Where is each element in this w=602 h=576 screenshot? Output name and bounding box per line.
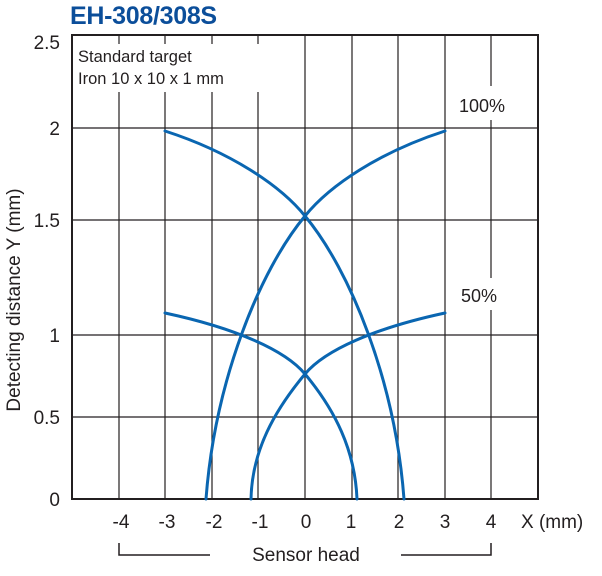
- svg-text:1.5: 1.5: [34, 211, 60, 232]
- svg-text:2: 2: [49, 119, 60, 140]
- y-axis-label: Detecting distance Y (mm): [4, 188, 25, 411]
- curve-50-left: [163, 311, 359, 501]
- curve-100-left: [163, 129, 406, 501]
- svg-text:4: 4: [486, 512, 497, 533]
- svg-text:2.5: 2.5: [34, 33, 60, 54]
- svg-text:0.5: 0.5: [34, 408, 60, 429]
- y-axis-ticks: 0 0.5 1 1.5 2 2.5: [34, 33, 60, 511]
- sensor-head-label: Sensor head: [252, 545, 360, 566]
- svg-text:2: 2: [394, 512, 405, 533]
- svg-text:-3: -3: [159, 512, 176, 533]
- svg-text:1: 1: [49, 326, 60, 347]
- svg-text:0: 0: [49, 490, 60, 511]
- grid: [71, 34, 539, 500]
- curve-50-right: [249, 311, 447, 501]
- svg-text:-4: -4: [113, 512, 130, 533]
- label-100-percent: 100%: [459, 96, 505, 116]
- sensor-head-bracket: [118, 543, 492, 556]
- svg-text:-2: -2: [206, 512, 223, 533]
- label-50-percent: 50%: [461, 286, 497, 306]
- note-line-2: Iron 10 x 10 x 1 mm: [78, 70, 224, 88]
- svg-text:1: 1: [346, 512, 357, 533]
- svg-text:3: 3: [440, 512, 451, 533]
- x-axis-label: X (mm): [521, 512, 583, 533]
- curves: [163, 129, 447, 501]
- x-axis-ticks: -4 -3 -2 -1 0 1 2 3 4: [113, 512, 497, 533]
- note-line-1: Standard target: [78, 48, 192, 66]
- svg-text:0: 0: [301, 512, 312, 533]
- chart-title: EH-308/308S: [70, 2, 217, 30]
- curve-100-right: [204, 129, 447, 501]
- svg-text:-1: -1: [252, 512, 269, 533]
